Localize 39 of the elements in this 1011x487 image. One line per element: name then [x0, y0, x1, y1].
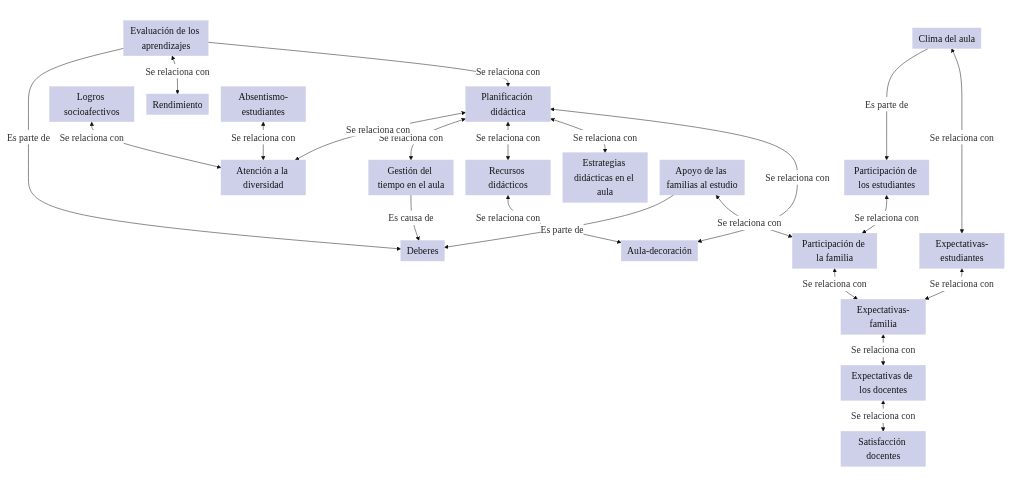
node-box: Expectativas de los docentes: [840, 365, 926, 401]
edge-label: Se relaciona con: [802, 278, 867, 290]
node-box: Absentismo-estudiantes: [220, 86, 306, 122]
node-box: Logros socioafectivos: [49, 86, 135, 122]
node-box: Estrategias didácticas en el aula: [562, 152, 648, 203]
node-box: Participación de los estudiantes: [844, 159, 930, 196]
node-box: Satisfacción docentes: [840, 431, 926, 467]
edge-label: Se relaciona con: [475, 65, 541, 77]
node-box: Rendimiento: [146, 93, 209, 115]
node-box: Aula-decoración: [621, 240, 698, 262]
edge-label: Se relaciona con: [765, 172, 830, 183]
edge-label: Se relaciona con: [851, 410, 916, 422]
node-box: Deberes: [400, 240, 445, 262]
edge-label: Es parte de: [540, 223, 584, 235]
edge-label: Se relaciona con: [346, 123, 411, 135]
edge-label: Se relaciona con: [231, 131, 296, 143]
edge-label: Se relaciona con: [854, 212, 919, 224]
node-box: Expectativas-estudiantes: [919, 233, 1005, 269]
node-box: Planificación didáctica: [465, 86, 551, 122]
edge-label: Se relaciona con: [717, 217, 782, 229]
edge-label: Se relaciona con: [475, 212, 541, 224]
edge-label: Se relaciona con: [851, 344, 916, 356]
node-box: Recursos didácticos: [465, 159, 551, 196]
edge-label: Es parte de: [6, 131, 51, 143]
edge-label: Es causa de: [388, 212, 434, 224]
edge-label: Se relaciona con: [59, 131, 124, 143]
node-box: Atención a la diversidad: [220, 159, 306, 196]
node-box: Evaluación de los aprendizajes: [123, 20, 209, 56]
node-box: Gestión del tiempo en el aula: [368, 159, 454, 196]
edge-label: Es parte de: [865, 98, 909, 110]
edge-label: Se relaciona con: [929, 278, 994, 290]
edge-label: Se relaciona con: [573, 131, 638, 143]
node-box: Clima del aula: [912, 27, 982, 49]
node-box: Apoyo de las familias al estudio: [659, 159, 745, 196]
edge-label: Se relaciona con: [145, 65, 210, 77]
edge-label: Se relaciona con: [475, 131, 541, 143]
node-box: Expectativas-familia: [840, 299, 926, 335]
node-box: Participación de la familia: [792, 233, 878, 269]
edge-label: Se relaciona con: [929, 131, 994, 143]
